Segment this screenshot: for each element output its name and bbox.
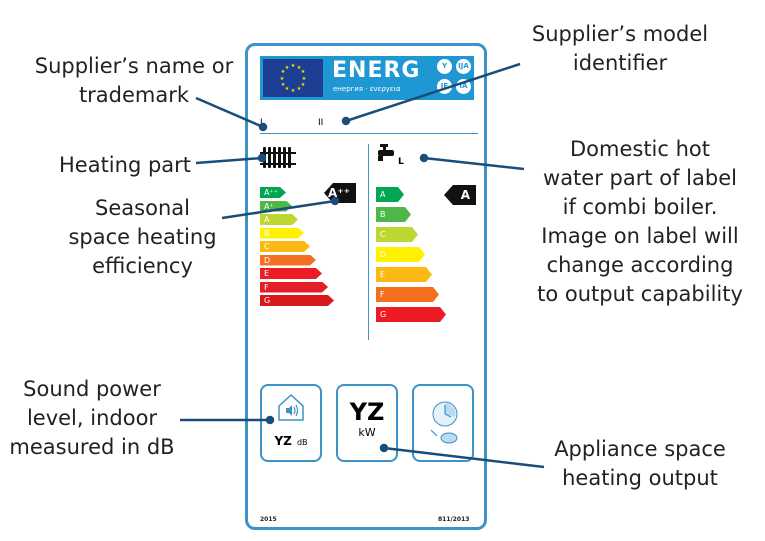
tap-icon [376,142,398,168]
water-grade-0: A [376,187,404,202]
svg-text:★: ★ [285,65,290,71]
heating-grade-3: B [260,228,304,239]
heating-grade-4: C [260,241,310,252]
svg-text:★: ★ [302,76,307,82]
extra-features-box [412,384,474,462]
seasonal-efficiency-pointer [221,199,336,220]
heating-grade-7: F [260,282,328,293]
sound-value: YZ [274,434,292,448]
callout-sound-power: Sound power level, indoor measured in dB [9,377,175,459]
heating-grade-0: A⁺⁺ [260,187,286,198]
sound-unit: dB [296,438,308,447]
label-divider-line [260,133,478,134]
column-divider [368,144,369,340]
svg-text:★: ★ [281,82,286,88]
svg-text:★: ★ [297,65,302,71]
space-heating-output-pointer [383,446,545,469]
label-year: 2015 [260,516,277,523]
supplier-mark: I [260,118,263,128]
heating-grade-2: A [260,214,298,225]
callout-model-identifier: Supplier’s model identifier [531,22,709,75]
svg-text:★: ★ [291,88,296,94]
callout-heating-part: Heating part [58,153,192,177]
label-regulation: 811/2013 [438,516,470,523]
water-grade-1: B [376,207,411,222]
radiator-icon [260,144,296,172]
eu-flag-icon: ★★★ ★★★ ★★★ ★★★ [263,59,323,97]
water-rating-arrow: A [444,185,476,205]
callout-supplier-name: Supplier’s name or trademark [34,54,234,107]
callout-dhw-part: Domestic hot water part of label if comb… [537,137,743,306]
energy-word: ENERG [332,58,421,83]
heating-grade-1: A⁺ [260,201,292,212]
sound-house-icon [262,392,320,426]
sound-power-box: YZ dB [260,384,322,462]
svg-text:★: ★ [280,76,285,82]
timer-tank-icon [414,396,472,454]
svg-text:★: ★ [285,86,290,92]
water-grade-2: C [376,227,418,242]
svg-text:★: ★ [281,69,286,75]
lang-circle-ija: IJA [456,59,471,74]
model-mark: II [318,118,324,128]
heating-part-pointer [195,156,263,165]
svg-text:★: ★ [301,82,306,88]
svg-text:★: ★ [291,63,296,69]
heating-grade-6: E [260,268,322,279]
supplier-name-pointer [195,96,264,129]
model-identifier-pointer [345,62,521,123]
water-grade-4: E [376,267,432,282]
water-grade-6: G [376,307,446,322]
heating-grade-8: G [260,295,334,306]
water-grade-5: F [376,287,439,302]
energy-subtitle: енергия · ενεργεια [333,85,401,93]
lang-circle-y: Y [437,59,452,74]
heating-grade-5: D [260,255,316,266]
callout-space-heating-output: Appliance space heating output [554,437,726,490]
tap-class-label: L [398,157,404,167]
heating-output-box: YZ kW [336,384,398,462]
water-grade-3: D [376,247,425,262]
energy-label: ★★★ ★★★ ★★★ ★★★ ENERG енергия · ενεργεια… [245,43,487,530]
svg-text:★: ★ [301,69,306,75]
dhw-part-pointer [423,156,525,171]
callout-seasonal-efficiency: Seasonal space heating efficiency [68,196,217,278]
output-value: YZ [349,398,385,426]
output-unit: kW [358,426,376,439]
svg-text:★: ★ [297,86,302,92]
